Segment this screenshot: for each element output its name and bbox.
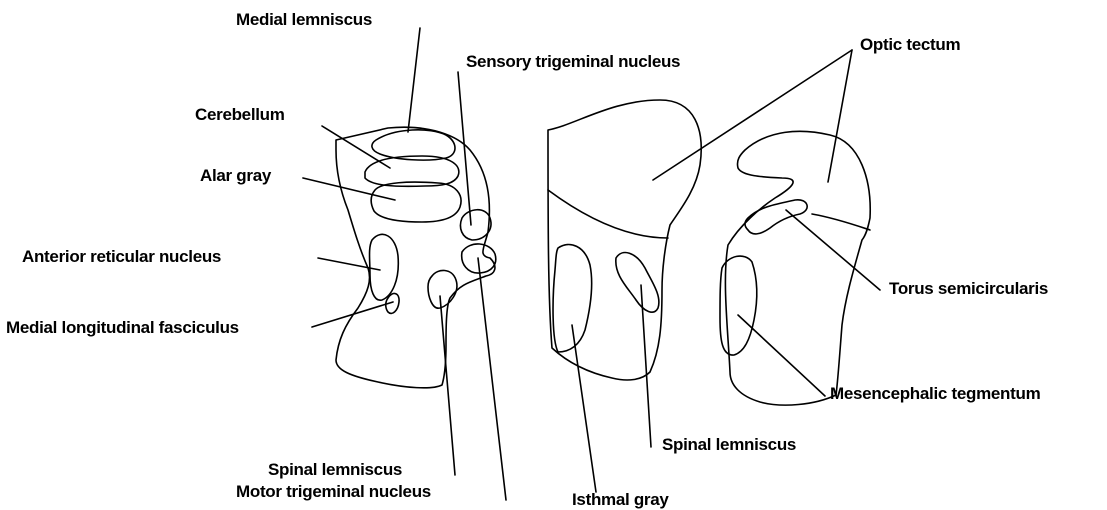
leader-spinal-lemniscus-middle xyxy=(641,285,651,447)
leader-torus xyxy=(786,210,880,290)
leader-optic-tectum-1 xyxy=(653,50,852,180)
isthmal-gray-outline xyxy=(553,245,592,352)
leader-alar-gray xyxy=(303,178,395,200)
leader-mlf xyxy=(312,302,393,327)
label-spinal-lemniscus-middle: Spinal lemniscus xyxy=(662,435,796,455)
label-cerebellum: Cerebellum xyxy=(195,105,285,125)
anterior-reticular-outline xyxy=(370,234,399,300)
label-mesencephalic-tegmentum: Mesencephalic tegmentum xyxy=(830,384,1040,404)
alar-gray-outline xyxy=(371,182,461,222)
torus-semicircularis-outline xyxy=(745,200,807,234)
spinal-lemniscus-left-outline xyxy=(428,270,457,308)
section-left xyxy=(336,127,496,388)
leader-mesencephalic-tegmentum xyxy=(738,315,825,396)
label-torus-semicircularis: Torus semicircularis xyxy=(889,279,1048,299)
leader-anterior-reticular xyxy=(318,258,380,270)
leader-medial-lemniscus xyxy=(408,28,420,132)
label-medial-lemniscus: Medial lemniscus xyxy=(236,10,372,30)
label-motor-trigeminal-nucleus: Motor trigeminal nucleus xyxy=(236,482,431,502)
label-isthmal-gray: Isthmal gray xyxy=(572,490,669,510)
leader-cerebellum xyxy=(322,126,390,168)
leader-isthmal-gray xyxy=(572,325,596,492)
section-right xyxy=(720,131,870,405)
optic-tectum-outline xyxy=(725,131,870,405)
spinal-lemniscus-middle-outline xyxy=(616,253,659,313)
label-sensory-trigeminal-nucleus: Sensory trigeminal nucleus xyxy=(466,52,680,72)
label-alar-gray: Alar gray xyxy=(200,166,271,186)
label-anterior-reticular-nucleus: Anterior reticular nucleus xyxy=(22,247,221,267)
label-optic-tectum: Optic tectum xyxy=(860,35,960,55)
label-medial-longitudinal-fasciculus: Medial longitudinal fasciculus xyxy=(6,318,239,338)
section-middle-outline xyxy=(548,100,701,380)
leader-motor-trigeminal xyxy=(478,258,506,500)
sensory-trigeminal-outline xyxy=(460,210,490,240)
label-spinal-lemniscus-left: Spinal lemniscus xyxy=(268,460,402,480)
middle-boundary-line xyxy=(548,190,668,238)
right-boundary-line xyxy=(812,214,870,230)
section-middle xyxy=(548,100,701,380)
leader-optic-tectum-2 xyxy=(828,50,852,182)
section-left-outline xyxy=(336,127,495,388)
leader-lines xyxy=(303,28,880,500)
